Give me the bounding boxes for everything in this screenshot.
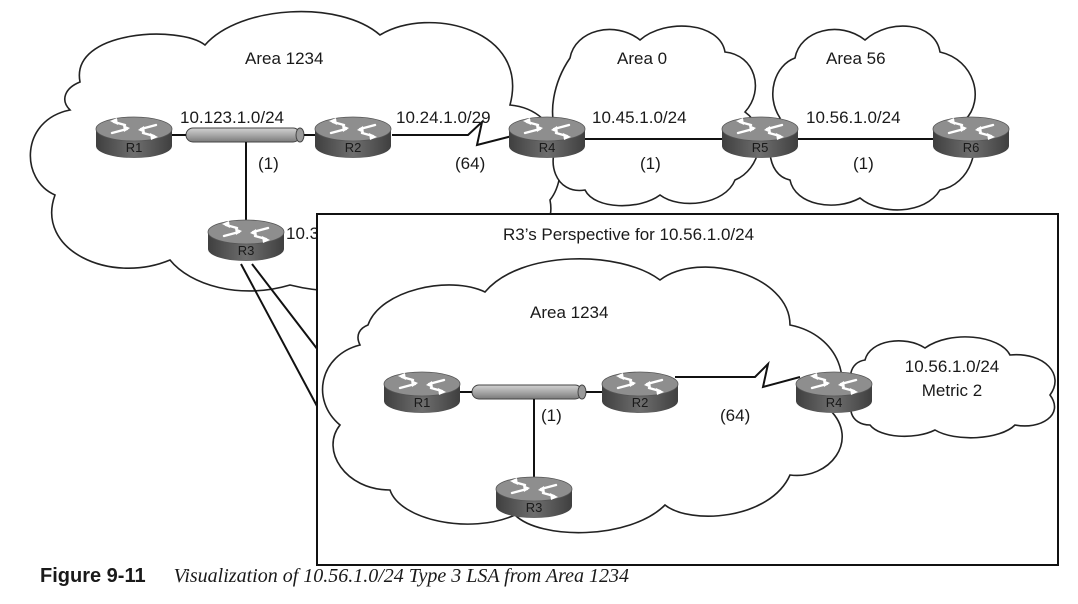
perspective-serial-cost: (64) (720, 406, 750, 425)
perspective-serial-link (675, 360, 801, 389)
perspective-router-r2: R2 (600, 370, 680, 415)
metric-label: Metric 2 (922, 381, 982, 400)
router-r1: R1 (94, 115, 174, 160)
r4-r5-subnet-label: 10.45.1.0/24 (592, 108, 687, 127)
perspective-router-r4: R4 (794, 370, 874, 415)
router-r5: R5 (720, 115, 800, 160)
r3-partial-subnet-label: 10.3 (286, 224, 319, 243)
perspective-segment-cost: (1) (541, 406, 562, 425)
perspective-router-r2-label: R2 (632, 395, 649, 410)
router-r6-label: R6 (963, 140, 980, 155)
area-0-label: Area 0 (617, 49, 667, 68)
area-56-label: Area 56 (826, 49, 886, 68)
prefix-cloud (849, 336, 1056, 439)
router-r2-label: R2 (345, 140, 362, 155)
router-r3: R3 (206, 218, 286, 263)
perspective-router-r1-label: R1 (414, 395, 431, 410)
callout-line-bottom (240, 263, 319, 409)
area-0-cloud (551, 25, 761, 207)
router-r3-label: R3 (238, 243, 255, 258)
r2-r4-cost-label: (64) (455, 154, 485, 173)
perspective-router-r4-label: R4 (826, 395, 843, 410)
r1-r2-ethernet-segment (185, 127, 301, 143)
perspective-area-label: Area 1234 (530, 303, 608, 322)
perspective-router-r1: R1 (382, 370, 462, 415)
r2-r4-serial-link (392, 119, 517, 147)
r1-r2-subnet-label: 10.123.1.0/24 (180, 108, 284, 127)
perspective-router-r3: R3 (494, 475, 574, 520)
r1-r2-cost-label: (1) (258, 154, 279, 173)
router-r6: R6 (931, 115, 1011, 160)
perspective-router-r3-label: R3 (526, 500, 543, 515)
r2-r4-subnet-label: 10.24.1.0/29 (396, 108, 491, 127)
r5-r6-cost-label: (1) (853, 154, 874, 173)
router-r4-label: R4 (539, 140, 556, 155)
r5-r6-subnet-label: 10.56.1.0/24 (806, 108, 901, 127)
figure-description: Visualization of 10.56.1.0/24 Type 3 LSA… (173, 565, 629, 587)
figure-caption: Figure 9-11 Visualization of 10.56.1.0/24… (40, 565, 629, 595)
figure-number: Figure 9-11 (40, 565, 146, 587)
callout-line-top (251, 263, 319, 351)
r4-r5-cost-label: (1) (640, 154, 661, 173)
router-r4: R4 (507, 115, 587, 160)
router-r2: R2 (313, 115, 393, 160)
prefix-label: 10.56.1.0/24 (905, 357, 1000, 376)
router-r1-label: R1 (126, 140, 143, 155)
router-r5-label: R5 (752, 140, 769, 155)
area-1234-label: Area 1234 (245, 49, 323, 68)
perspective-title: R3’s Perspective for 10.56.1.0/24 (503, 225, 754, 244)
perspective-ethernet-segment (471, 384, 583, 400)
